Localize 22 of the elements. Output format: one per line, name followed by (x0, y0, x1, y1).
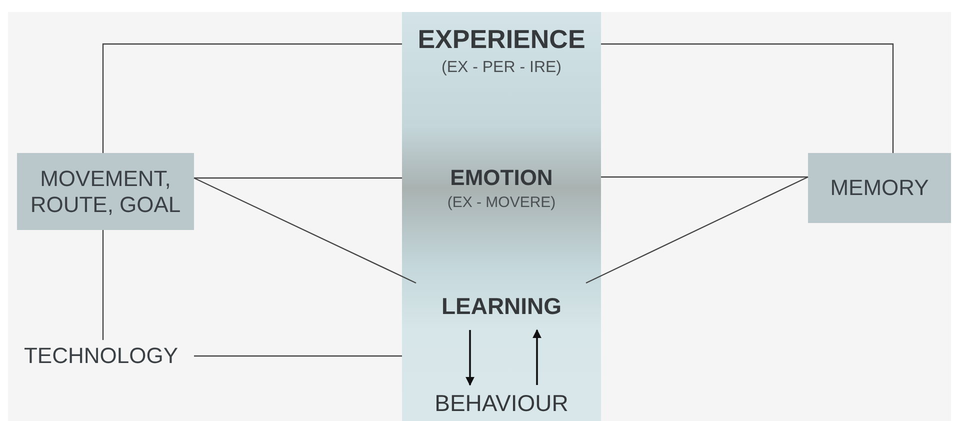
concept-heading: EXPERIENCE (418, 24, 586, 55)
concept-label: TECHNOLOGY (24, 343, 178, 369)
concept-heading: EMOTION (450, 164, 553, 190)
concept-heading: BEHAVIOUR (434, 390, 568, 416)
etymology-note: (EX - MOVERE) (447, 194, 556, 212)
box-label: MEMORY (830, 175, 929, 201)
arrow (466, 330, 474, 386)
connector-line (601, 176, 808, 178)
connector-line (194, 355, 402, 357)
arrow (532, 329, 542, 385)
concept-box (808, 153, 951, 223)
gradient-band (402, 12, 601, 421)
concept-box (17, 153, 194, 230)
etymology-note: (EX - PER - IRE) (441, 58, 562, 78)
connector-line (601, 43, 894, 153)
box-label: MOVEMENT, ROUTE, GOAL (29, 166, 182, 217)
connector-line (102, 230, 104, 340)
concept-heading: LEARNING (441, 293, 562, 320)
connector-line (194, 177, 416, 284)
connector-line (102, 43, 402, 153)
connector-line (586, 176, 808, 284)
connector-line (194, 177, 402, 179)
